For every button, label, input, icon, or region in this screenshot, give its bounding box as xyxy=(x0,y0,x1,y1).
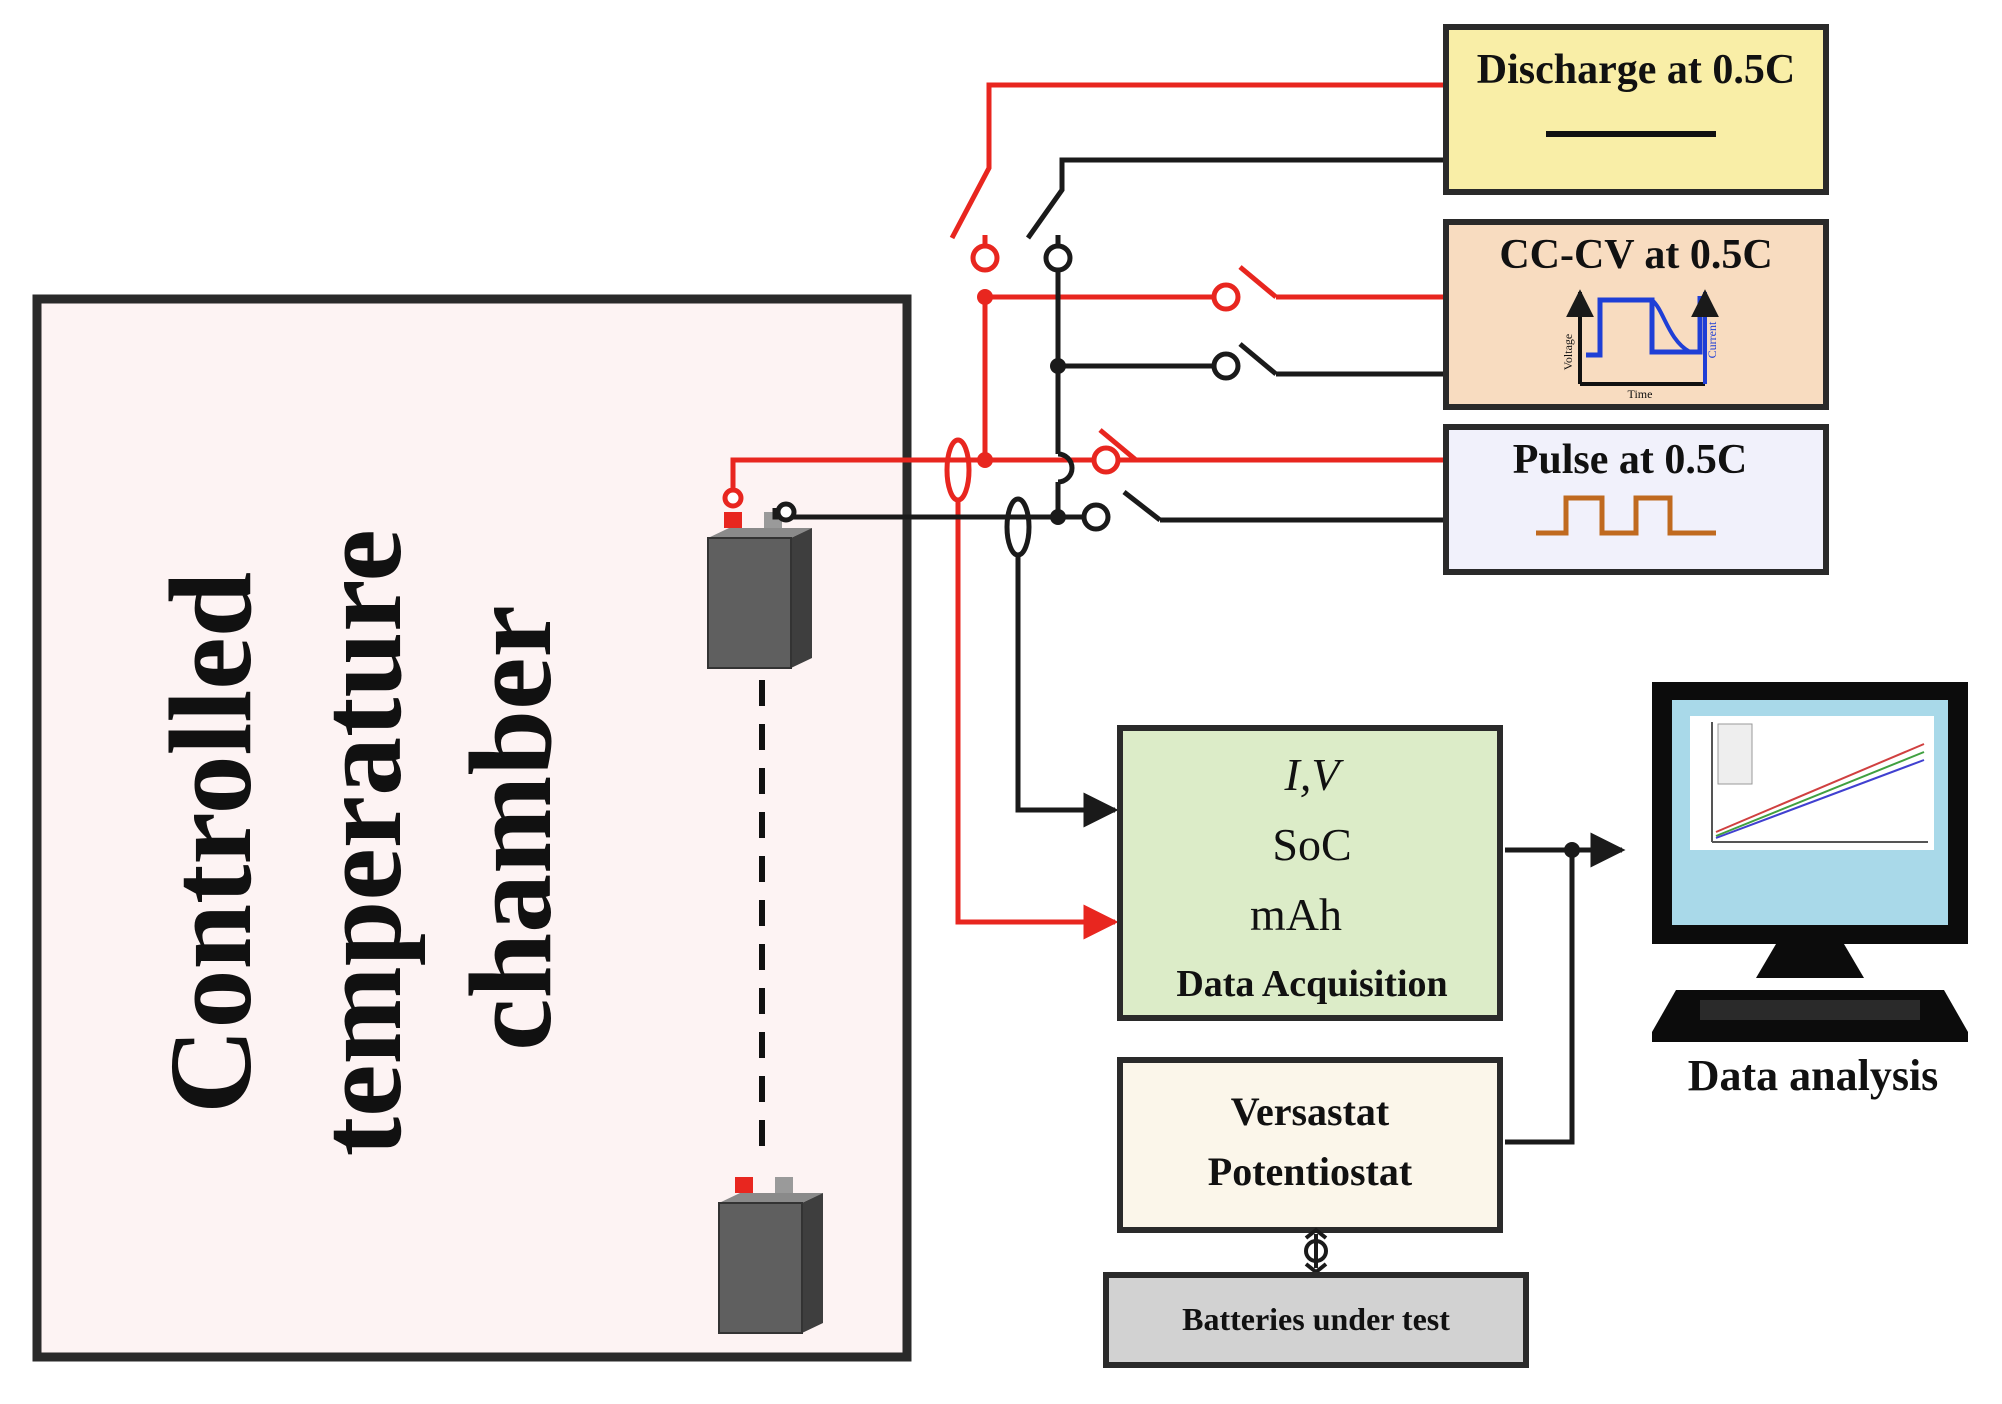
chamber-label-line-1: Controlled xyxy=(145,572,276,1114)
cccv-inset-x-label: Time xyxy=(1628,387,1653,401)
discharge-mode-box: Discharge at 0.5C xyxy=(1443,24,1829,195)
cccv-inset-right-label: Current xyxy=(1705,321,1719,358)
positive-wiring xyxy=(730,82,1450,940)
battery-cell-bottom xyxy=(718,1177,823,1334)
potentiostat-box: Versastat Potentiostat xyxy=(1117,1057,1503,1233)
battery-negative-terminal xyxy=(775,1177,793,1193)
acquisition-soc: SoC xyxy=(1272,819,1351,870)
cccv-inset-y-label: Voltage xyxy=(1561,334,1575,370)
acquisition-iv: I,V xyxy=(1284,749,1345,800)
pulse-waveform xyxy=(1536,495,1716,536)
negative-wiring xyxy=(772,157,1626,1145)
batteries-under-test-box: Batteries under test xyxy=(1103,1272,1529,1368)
chamber-label: Controlled temperature chamber xyxy=(145,500,576,1156)
pulse-mode-box: Pulse at 0.5C xyxy=(1443,424,1829,575)
data-analysis-caption: Data analysis xyxy=(1688,1051,1939,1100)
batteries-under-test-label: Batteries under test xyxy=(1182,1301,1450,1337)
acquisition-title: Data Acquisition xyxy=(1176,963,1447,1005)
battery-cell-top xyxy=(707,512,812,669)
computer-monitor xyxy=(1652,682,1968,1042)
potentiostat-line2: Potentiostat xyxy=(1208,1149,1413,1194)
potentiostat-line1: Versastat xyxy=(1231,1089,1390,1134)
pulse-label: Pulse at 0.5C xyxy=(1513,437,1748,483)
cccv-profile-inset: Voltage Time Current xyxy=(1561,289,1719,401)
bidirectional-link xyxy=(1304,1227,1328,1275)
junction-dots xyxy=(977,289,1580,858)
acquisition-mah: mAh xyxy=(1250,889,1342,940)
chamber-label-line-3: chamber xyxy=(445,605,576,1051)
cccv-label: CC-CV at 0.5C xyxy=(1499,232,1772,278)
switch-contacts xyxy=(722,243,1241,532)
chamber-label-line-2: temperature xyxy=(295,529,426,1156)
battery-positive-terminal xyxy=(724,512,742,528)
discharge-label: Discharge at 0.5C xyxy=(1477,47,1795,93)
temperature-chamber: Controlled temperature chamber xyxy=(32,294,912,1362)
battery-positive-terminal xyxy=(735,1177,753,1193)
cccv-mode-box: CC-CV at 0.5C Voltage Time Current xyxy=(1443,219,1829,410)
data-acquisition-box: I,V SoC mAh Data Acquisition xyxy=(1117,725,1503,1021)
